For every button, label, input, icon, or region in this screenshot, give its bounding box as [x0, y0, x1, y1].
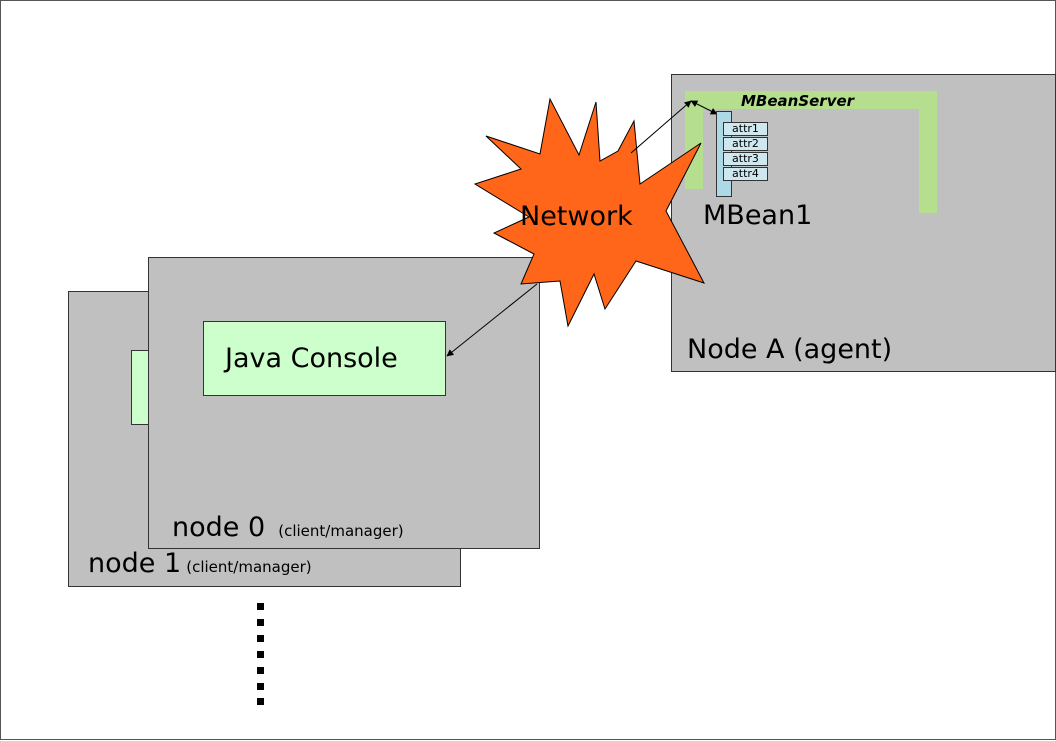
java-console-box: Java Console — [203, 321, 446, 396]
mbean1-label: MBean1 — [703, 200, 813, 231]
node-0-box — [148, 257, 540, 549]
ellipsis-dot — [257, 635, 264, 642]
node-0-role: (client/manager) — [278, 522, 404, 540]
ellipsis-dot — [257, 683, 264, 690]
mbean-attr: attr4 — [723, 167, 768, 181]
node-1-name: node 1 — [88, 548, 182, 579]
mbean-attr: attr2 — [723, 137, 768, 151]
ellipsis-dot — [257, 603, 264, 610]
network-burst — [473, 97, 706, 328]
node-0-label: node 0 (client/manager) — [172, 512, 404, 543]
mbean-attr: attr1 — [723, 122, 768, 136]
console-network-arrow — [446, 283, 538, 357]
network-label: Network — [520, 201, 633, 232]
ellipsis-dot — [257, 651, 264, 658]
node-0-name: node 0 — [172, 512, 266, 543]
node-a-name: Node A (agent) — [687, 334, 893, 365]
mbean-attr: attr3 — [723, 152, 768, 166]
mbeanserver-mbean-arrow — [690, 100, 718, 115]
network-nodea-arrow — [630, 100, 692, 154]
node-a-label: Node A (agent) — [687, 334, 892, 365]
node-1-label: node 1 (client/manager) — [88, 548, 312, 579]
mbeanserver-label: MBeanServer — [741, 92, 855, 110]
node-1-role: (client/manager) — [186, 558, 312, 576]
ellipsis-dot — [257, 619, 264, 626]
ellipsis-dot — [257, 667, 264, 674]
ellipsis-dot — [257, 698, 264, 705]
